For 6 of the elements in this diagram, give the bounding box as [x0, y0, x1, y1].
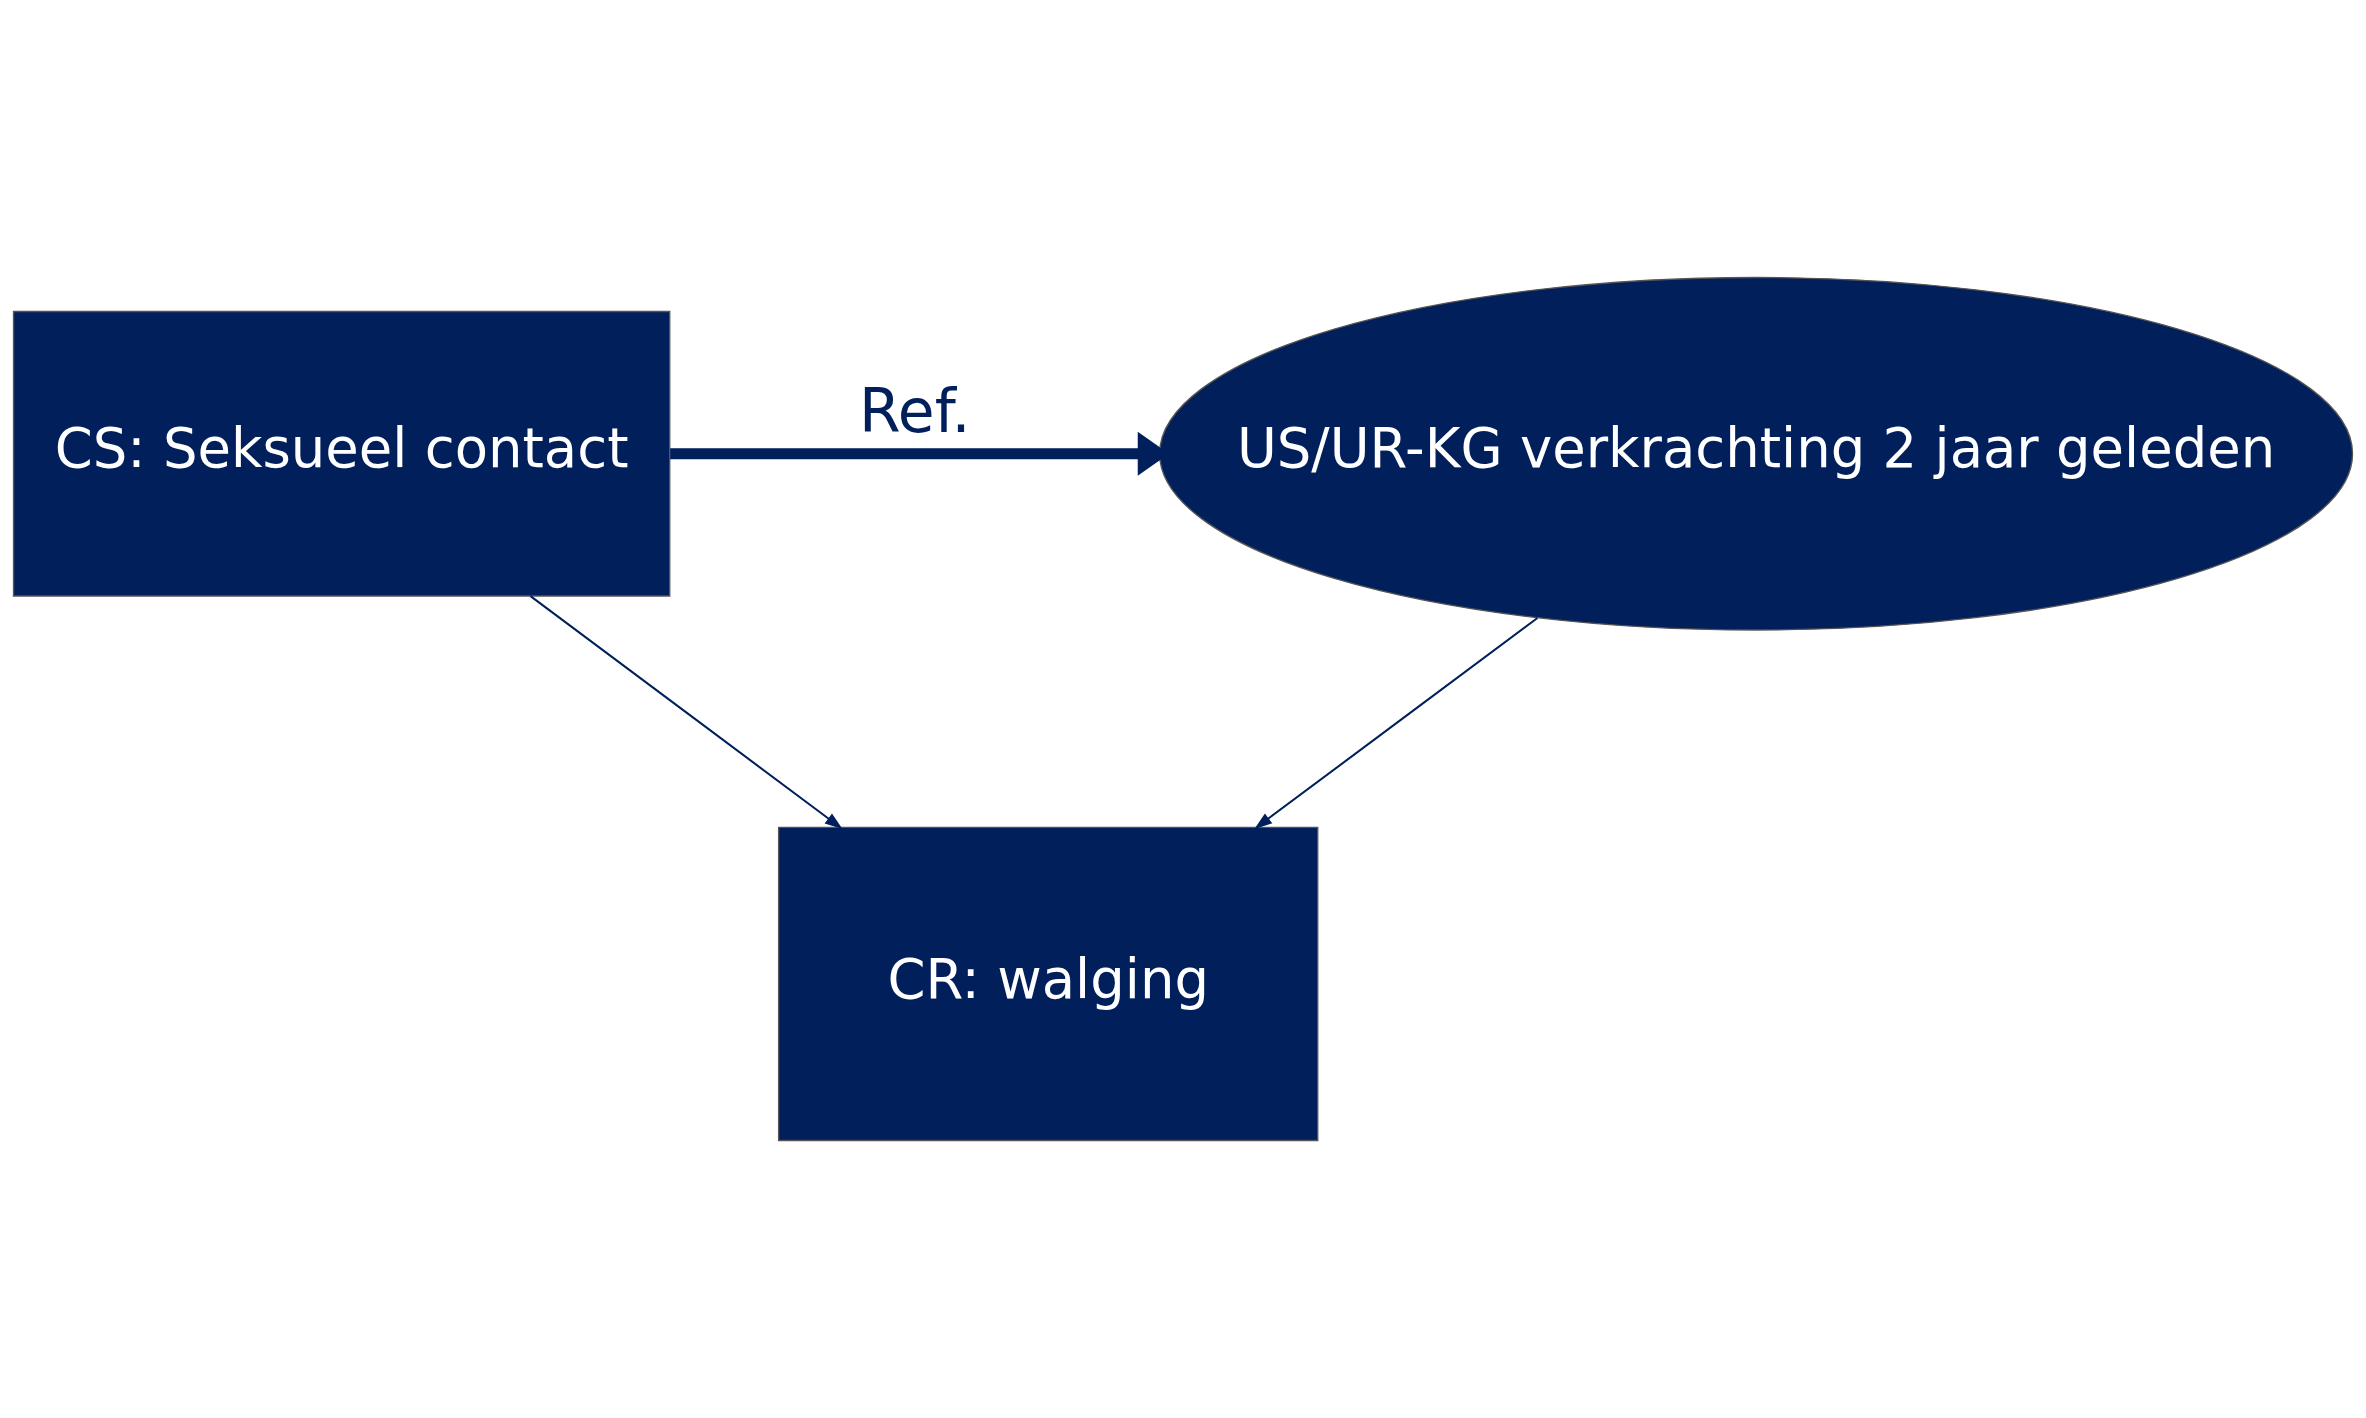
node-box: CS: Seksueel contact — [12, 310, 671, 597]
arrow — [529, 595, 843, 830]
node-box: CR: walging — [777, 826, 1319, 1142]
arrow — [1254, 617, 1539, 829]
edge-label: Ref. — [858, 376, 971, 447]
node-ellipse: US/UR-KG verkrachting 2 jaar geleden — [1158, 276, 2354, 631]
